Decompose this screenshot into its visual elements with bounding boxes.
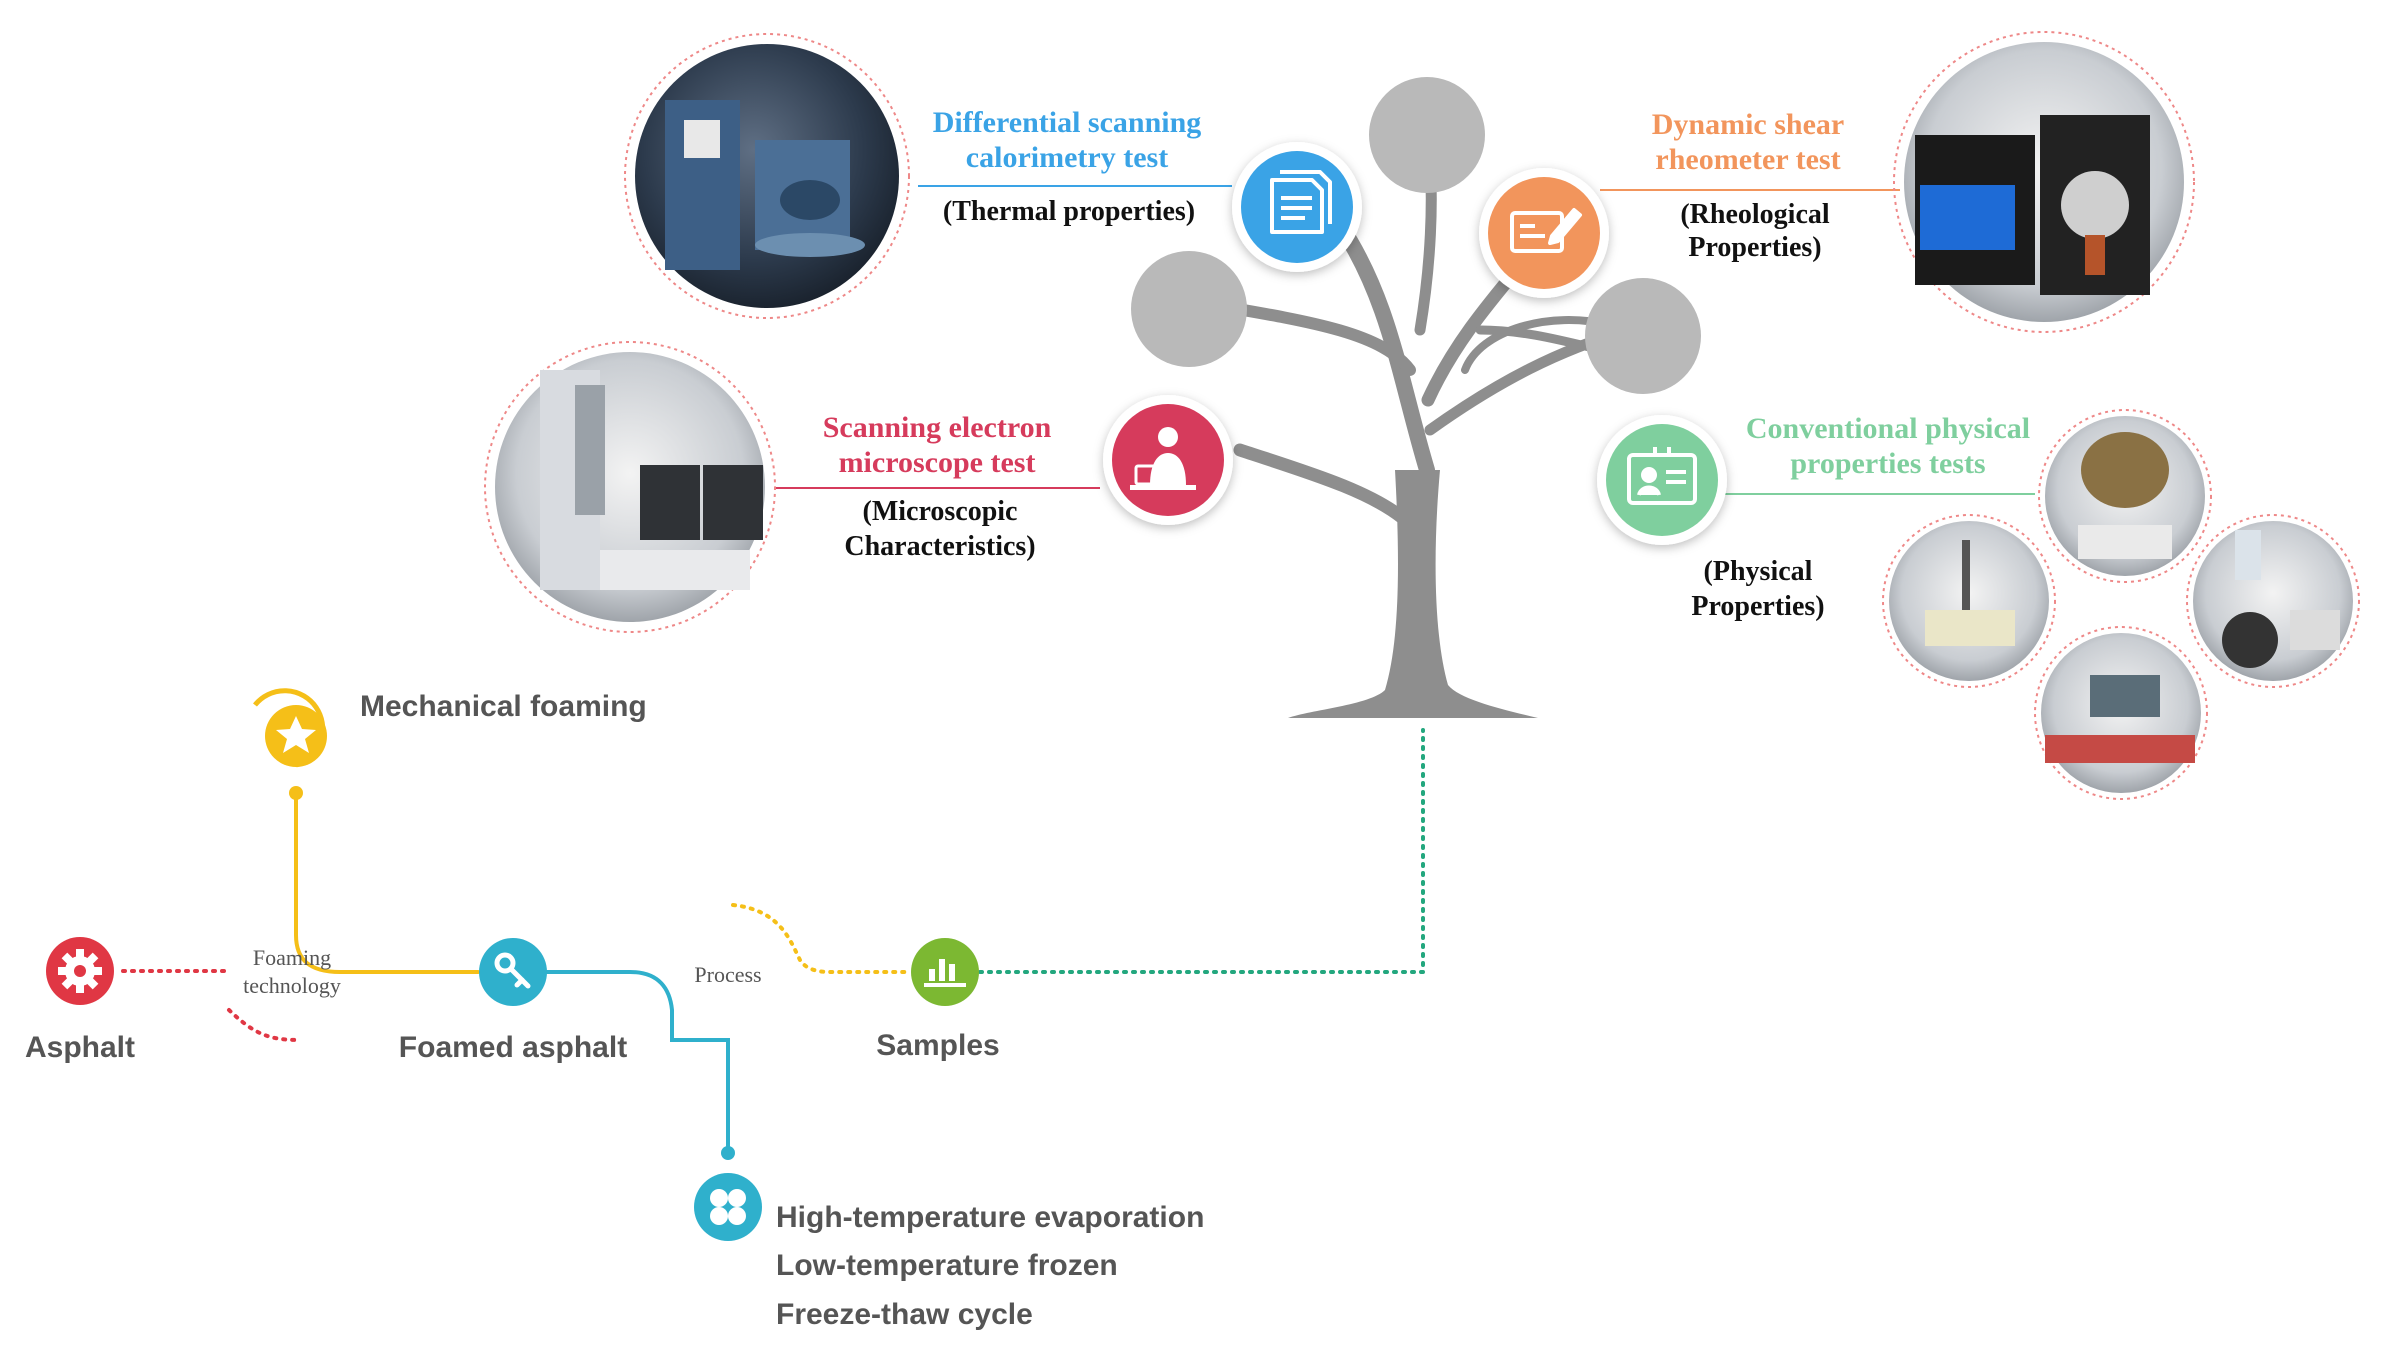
sem-property-line-1: (Microscopic: [863, 496, 1018, 527]
key-icon: [494, 952, 531, 989]
foaming-technology-label: Foaming technology: [243, 945, 341, 998]
bar-chart-icon: [924, 959, 966, 987]
mechanical-link-dot: [289, 786, 303, 800]
process-label: Process: [694, 962, 761, 987]
physical-title-line-2: properties tests: [1790, 447, 1985, 480]
process-step: High-temperature evaporation: [776, 1201, 1204, 1234]
gear-icon: [58, 949, 102, 993]
dsr-photo: [1893, 31, 2195, 333]
dsc-property-line-1: (Thermal properties): [943, 196, 1195, 227]
mechanical-foaming-label: Mechanical foaming: [360, 690, 647, 723]
asphalt-node[interactable]: [46, 937, 114, 1005]
dsc-node[interactable]: [918, 142, 1362, 272]
process-steps-circle: [694, 1173, 762, 1241]
process-steps-list: High-temperature evaporation Low-tempera…: [776, 1201, 1204, 1331]
physical-photo-2: [1882, 514, 2056, 688]
samples-label: Samples: [876, 1029, 999, 1062]
mechanical-foaming-node[interactable]: [253, 688, 327, 768]
document-icon: [1270, 170, 1332, 234]
sem-title-line-1: Scanning electron: [823, 411, 1052, 444]
process-step: Low-temperature frozen: [776, 1249, 1118, 1282]
samples-node[interactable]: [911, 938, 979, 1006]
sem-title-line-2: microscope test: [839, 446, 1036, 479]
physical-property-line-1: (Physical: [1704, 556, 1813, 587]
flow-lines: [121, 728, 1425, 1155]
tree-trunk: [1288, 470, 1538, 718]
physical-node[interactable]: [1597, 415, 2035, 545]
tree-leaf: [1369, 77, 1485, 193]
tree-leaf: [1585, 278, 1701, 394]
id-card-icon: [1627, 447, 1697, 505]
dsc-photo: [624, 33, 910, 319]
physical-label: Conventional physical properties tests (…: [1691, 412, 2030, 622]
process-link-dot: [721, 1146, 735, 1160]
physical-photo-4: [2034, 626, 2208, 800]
foamed-asphalt-label: Foamed asphalt: [399, 1031, 627, 1064]
asphalt-label: Asphalt: [25, 1031, 135, 1064]
foaming-technology-line-2: technology: [243, 973, 341, 998]
dsr-node[interactable]: [1479, 168, 1900, 298]
physical-title-line-1: Conventional physical: [1746, 412, 2030, 445]
process-step: Freeze-thaw cycle: [776, 1298, 1033, 1331]
physical-photo-1: [2038, 409, 2212, 583]
dsr-property-line-2: Properties): [1688, 232, 1821, 263]
physical-property-line-2: Properties): [1691, 591, 1824, 622]
star-icon: [276, 716, 316, 753]
pen-chart-icon: [1510, 208, 1582, 253]
foaming-technology-line-1: Foaming: [253, 945, 331, 970]
dsr-circle: [1488, 177, 1600, 289]
dsc-title-line-2: calorimetry test: [966, 141, 1168, 174]
dsc-title-line-1: Differential scanning: [933, 106, 1202, 139]
dsr-title-line-2: rheometer test: [1655, 143, 1840, 176]
sem-photo: [484, 341, 776, 633]
clover-icon: [710, 1189, 746, 1225]
foamed-asphalt-node[interactable]: [479, 938, 547, 1006]
sem-property-line-2: Characteristics): [844, 531, 1035, 562]
dsr-property-line-1: (Rheological: [1680, 199, 1830, 230]
sem-label: Scanning electron microscope test (Micro…: [823, 411, 1052, 562]
sem-node[interactable]: [775, 395, 1233, 525]
physical-photos: [1882, 409, 2360, 800]
dsr-label: Dynamic shear rheometer test (Rheologica…: [1652, 108, 1844, 263]
physical-photo-3: [2186, 514, 2360, 688]
physical-circle: [1606, 424, 1718, 536]
dsr-title-line-1: Dynamic shear: [1652, 108, 1844, 141]
tree-branches: [1179, 129, 1655, 527]
tree: [1131, 77, 1701, 718]
dsc-label: Differential scanning calorimetry test (…: [933, 106, 1202, 227]
presenter-icon: [1130, 427, 1196, 490]
tree-leaf: [1131, 251, 1247, 367]
process-steps-node[interactable]: [694, 1173, 762, 1241]
